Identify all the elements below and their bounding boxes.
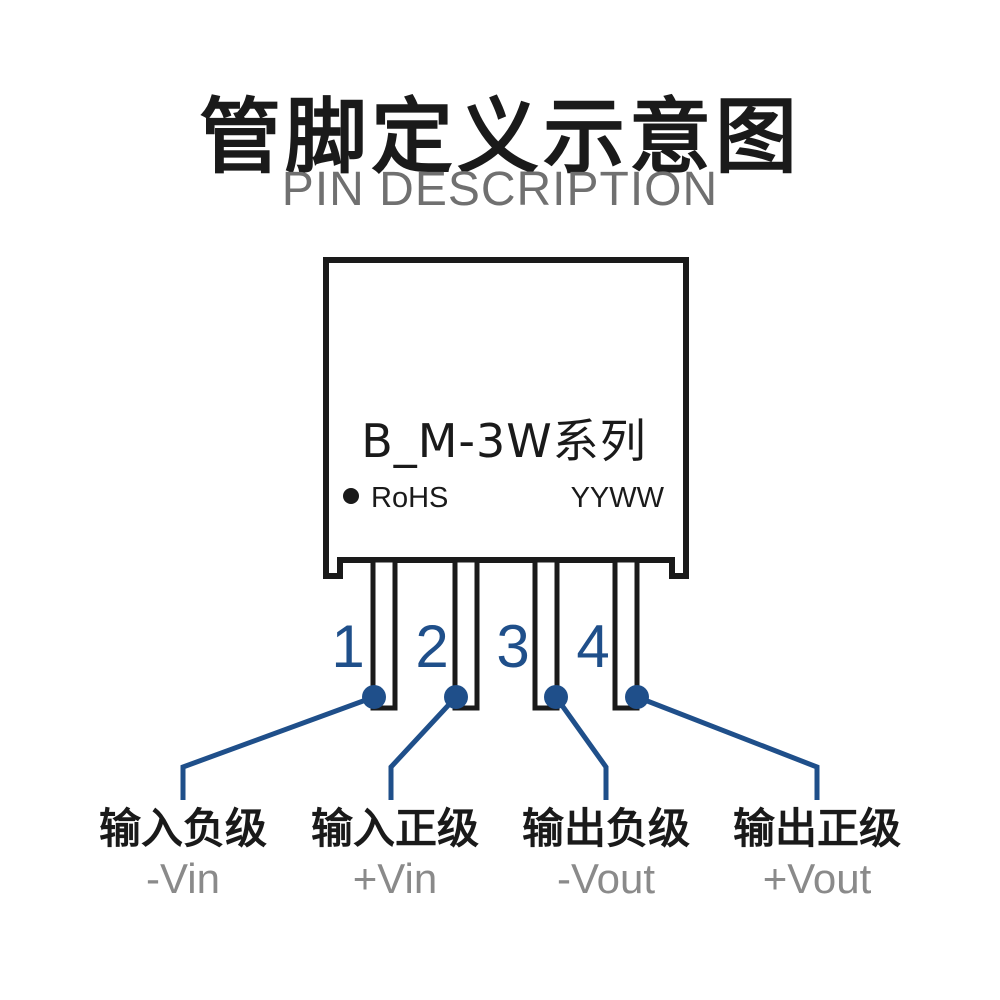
rohs-mark: RoHS <box>343 482 448 515</box>
rohs-label: RoHS <box>371 482 449 514</box>
pin-lead-4 <box>612 557 640 711</box>
diagram-title: 管脚定义示意图 <box>198 90 801 185</box>
rohs-dot-icon <box>343 488 359 505</box>
pin-dot-2 <box>444 685 468 709</box>
pin-number-4: 4 <box>576 613 610 680</box>
pin-label-en-3: -Vout <box>556 855 656 902</box>
pin-label-en-4: +Vout <box>762 855 872 902</box>
pin-dot-4 <box>625 685 649 709</box>
module-series-name: B_M-3W系列 <box>361 414 647 468</box>
pin-number-1: 1 <box>331 613 365 680</box>
pin-number-2: 2 <box>415 613 449 680</box>
pin-dot-1 <box>362 685 386 709</box>
leader-line-1 <box>180 694 375 800</box>
pin-label-en-2: +Vin <box>352 855 438 902</box>
pin-lead-2 <box>452 557 480 711</box>
pin-dot-3 <box>544 685 568 709</box>
leader-line-2 <box>388 695 458 800</box>
diagram-subtitle: PIN DESCRIPTION <box>281 163 719 216</box>
pin-label-cn-2: 输入正级 <box>310 804 479 853</box>
module-body <box>323 257 689 579</box>
pin-number-3: 3 <box>496 613 530 680</box>
pin-label-cn-1: 输入负级 <box>98 804 267 853</box>
leader-line-4 <box>636 694 820 800</box>
pin-label-cn-4: 输出正级 <box>732 804 901 853</box>
pin-label-en-1: -Vin <box>146 855 220 902</box>
pin-lead-3 <box>532 557 560 711</box>
date-code: YYWW <box>570 482 664 514</box>
leader-line-3 <box>553 695 609 800</box>
pin-lead-1 <box>370 557 398 711</box>
pin-label-cn-3: 输出负级 <box>521 804 690 853</box>
